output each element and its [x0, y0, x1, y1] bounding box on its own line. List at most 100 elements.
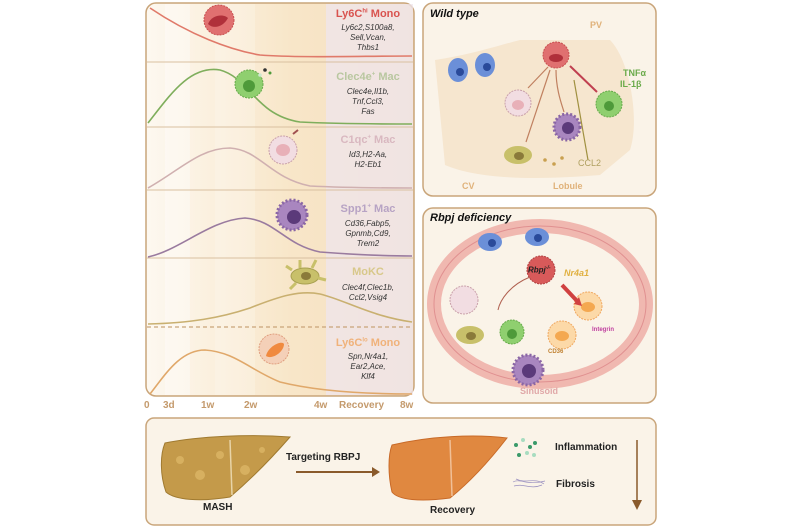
population-label-c1qc-mac: C1qc+ Mac [323, 134, 413, 146]
rbpj-gene: Rbpj [528, 265, 546, 275]
axis-tick: 4w [314, 400, 328, 411]
integrin-label: Integrin [592, 327, 614, 333]
population-name: Clec4e [336, 71, 372, 83]
conversion-arrow [560, 283, 580, 304]
gene-line: Clec4f,Clec1b, [341, 283, 395, 292]
curve-mokc [147, 291, 413, 325]
curve-spp1-mac [147, 217, 413, 258]
gene-line: Ly6c2,S100a8, [341, 23, 395, 32]
population-label-ly6clo-mono: Ly6Clo Mono [323, 337, 413, 349]
lobule-label: Lobule [553, 181, 583, 191]
curve-c1qc-mac [147, 147, 413, 189]
gene-line: Sell,Vcan, [349, 33, 387, 42]
population-label-ly6chi-mono: Ly6Chi Mono [323, 8, 413, 20]
population-name: Spp1 [340, 203, 368, 215]
fibrosis-icon [512, 478, 546, 488]
population-superscript: + [367, 203, 371, 210]
c1qc-mac-cell-icon [268, 129, 299, 165]
marker-genes-ly6clo-mono: Spn,Nr4a1,Ear2,Ace,Klf4 [323, 352, 413, 382]
population-name: C1qc [340, 134, 368, 146]
inflammation-label: Inflammation [555, 442, 618, 453]
gene-line: Thbs1 [356, 43, 380, 52]
axis-tick: 2w [244, 400, 258, 411]
population-name: MoKC [352, 266, 384, 278]
gene-line: Klf4 [361, 372, 375, 381]
population-label-mokc: MoKC [323, 266, 413, 278]
mash-label: MASH [203, 502, 233, 513]
curve-ly6chi-mono [149, 7, 413, 58]
ccl2-dots [543, 156, 564, 166]
mokc-cell-icon-rbpj [456, 326, 484, 344]
sinusoid-label: Sinusoid [520, 386, 558, 396]
spp1-cell-icon [552, 112, 582, 142]
gene-line: Cd36,Fabp5, [344, 219, 392, 228]
population-superscript: + [371, 71, 376, 78]
population-label-spp1-mac: Spp1+ Mac [323, 203, 413, 215]
axis-tick: 0 [144, 400, 150, 411]
wild-type-panel [422, 2, 657, 197]
gene-line: Trem2 [356, 239, 380, 248]
c1qc-cell-icon-rbpj [449, 285, 479, 315]
marker-genes-clec4e-mac: Clec4e,Il1b,Tnf,Ccl3,Fas [323, 87, 413, 117]
population-suffix: Mono [367, 337, 401, 349]
spp1-mac-cell-icon [275, 198, 309, 232]
axis-tick: 8w [400, 400, 414, 411]
il1b-label: IL-1β [620, 79, 642, 89]
gene-line: Ccl2,Vsig4 [348, 293, 388, 302]
marker-genes-ly6chi-mono: Ly6c2,S100a8,Sell,Vcan,Thbs1 [323, 23, 413, 53]
rbpj-deficiency-title: Rbpj deficiency [430, 212, 512, 224]
differentiation-arrows [525, 65, 598, 161]
rbpj-ko-monocyte-icon [526, 255, 556, 285]
gene-line: Ear2,Ace, [350, 362, 386, 371]
targeting-rbpj-label: Targeting RBPJ [286, 452, 361, 463]
curve-ly6clo-mono [149, 349, 413, 395]
ly6chi-mono-cell-icon [203, 4, 235, 36]
timeline-panel [145, 2, 415, 397]
rbpj-deficiency-panel [422, 207, 657, 404]
gene-line: Id3,H2-Aa, [348, 150, 388, 159]
population-name: Ly6C [335, 337, 363, 349]
marker-genes-c1qc-mac: Id3,H2-Aa,H2-Eb1 [323, 150, 413, 170]
clec4e-mac-cell-icon [234, 68, 272, 99]
rbpj-ko-superscript: -/- [545, 265, 551, 271]
inflammation-icon [514, 438, 537, 457]
population-superscript: lo [362, 337, 368, 344]
spp1-cell-icon-rbpj [511, 353, 545, 387]
decrease-arrow-icon [632, 440, 642, 510]
axis-tick: 1w [201, 400, 215, 411]
gene-line: Spn,Nr4a1, [347, 352, 389, 361]
population-suffix: Mac [370, 134, 396, 146]
population-suffix: Mac [375, 71, 400, 83]
population-suffix: Mac [370, 203, 396, 215]
clec4e-cell-icon [595, 90, 623, 118]
population-suffix: Mono [367, 8, 401, 20]
wild-type-title: Wild type [430, 8, 479, 20]
kupffer-cell-icon-rbpj [478, 228, 549, 251]
gene-line: Fas [361, 107, 375, 116]
c1qc-cell-icon [504, 89, 532, 117]
cd36-label: CD36 [548, 349, 564, 355]
gene-line: Tnf,Ccl3, [351, 97, 384, 106]
mokc-cell-icon [285, 259, 327, 291]
population-label-clec4e-mac: Clec4e+ Mac [323, 71, 413, 83]
fibrosis-label: Fibrosis [556, 479, 595, 490]
axis-tick: Recovery [339, 400, 385, 411]
axis-tick: 3d [163, 400, 175, 411]
population-superscript: hi [362, 8, 368, 15]
targeting-arrow [296, 467, 380, 477]
clec4e-cell-icon-rbpj [499, 319, 525, 345]
marker-genes-spp1-mac: Cd36,Fabp5,Gpnmb,Cd9,Trem2 [323, 219, 413, 249]
recovery-liver-icon [388, 435, 508, 501]
ly6clo-mono-cell-icon [258, 333, 290, 365]
marker-genes-mokc: Clec4f,Clec1b,Ccl2,Vsig4 [323, 283, 413, 303]
mokc-cell-icon-wt [504, 146, 532, 164]
nr4a1-label: Nr4a1 [564, 268, 590, 278]
population-superscript: + [367, 134, 371, 141]
gene-line: H2-Eb1 [354, 160, 382, 169]
monocyte-cell-icon [542, 41, 570, 69]
outcome-panel [145, 417, 657, 526]
rbpj-ko-label: Rbpj-/- [528, 265, 551, 275]
gene-line: Clec4e,Il1b, [346, 87, 390, 96]
cv-label: CV [462, 181, 475, 191]
